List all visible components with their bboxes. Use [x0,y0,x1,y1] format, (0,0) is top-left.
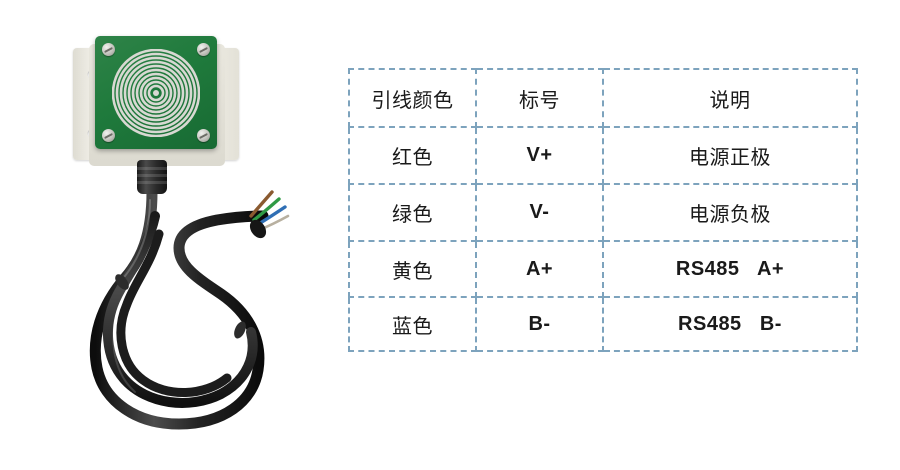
table-row: 蓝色 [348,298,477,352]
table-row: 电源正极 [604,128,858,185]
table-row: B- [477,298,604,352]
table-row: RS485 B- [604,298,858,352]
table-header-description: 说明 [604,68,858,128]
table-row: 电源负极 [604,185,858,242]
table-row: 绿色 [348,185,477,242]
table-row: V- [477,185,604,242]
sensor-cable [89,186,290,430]
screw-icon [102,43,115,56]
wiring-table: 引线颜色 标号 说明 红色 V+ 电源正极 绿色 V- 电源负极 黄色 A+ R… [348,68,858,352]
screw-icon [102,129,115,142]
concentric-electrode-rings [112,48,200,137]
cable-gland [137,160,167,194]
table-row: 黄色 [348,242,477,298]
table-row: A+ [477,242,604,298]
screw-icon [197,43,210,56]
table-row: V+ [477,128,604,185]
table-header-wire-color: 引线颜色 [348,68,477,128]
table-header-label: 标号 [477,68,604,128]
table-row: RS485 A+ [604,242,858,298]
screw-icon [197,129,210,142]
table-row: 红色 [348,128,477,185]
product-photo [55,20,305,440]
sensor-pcb [95,36,217,149]
